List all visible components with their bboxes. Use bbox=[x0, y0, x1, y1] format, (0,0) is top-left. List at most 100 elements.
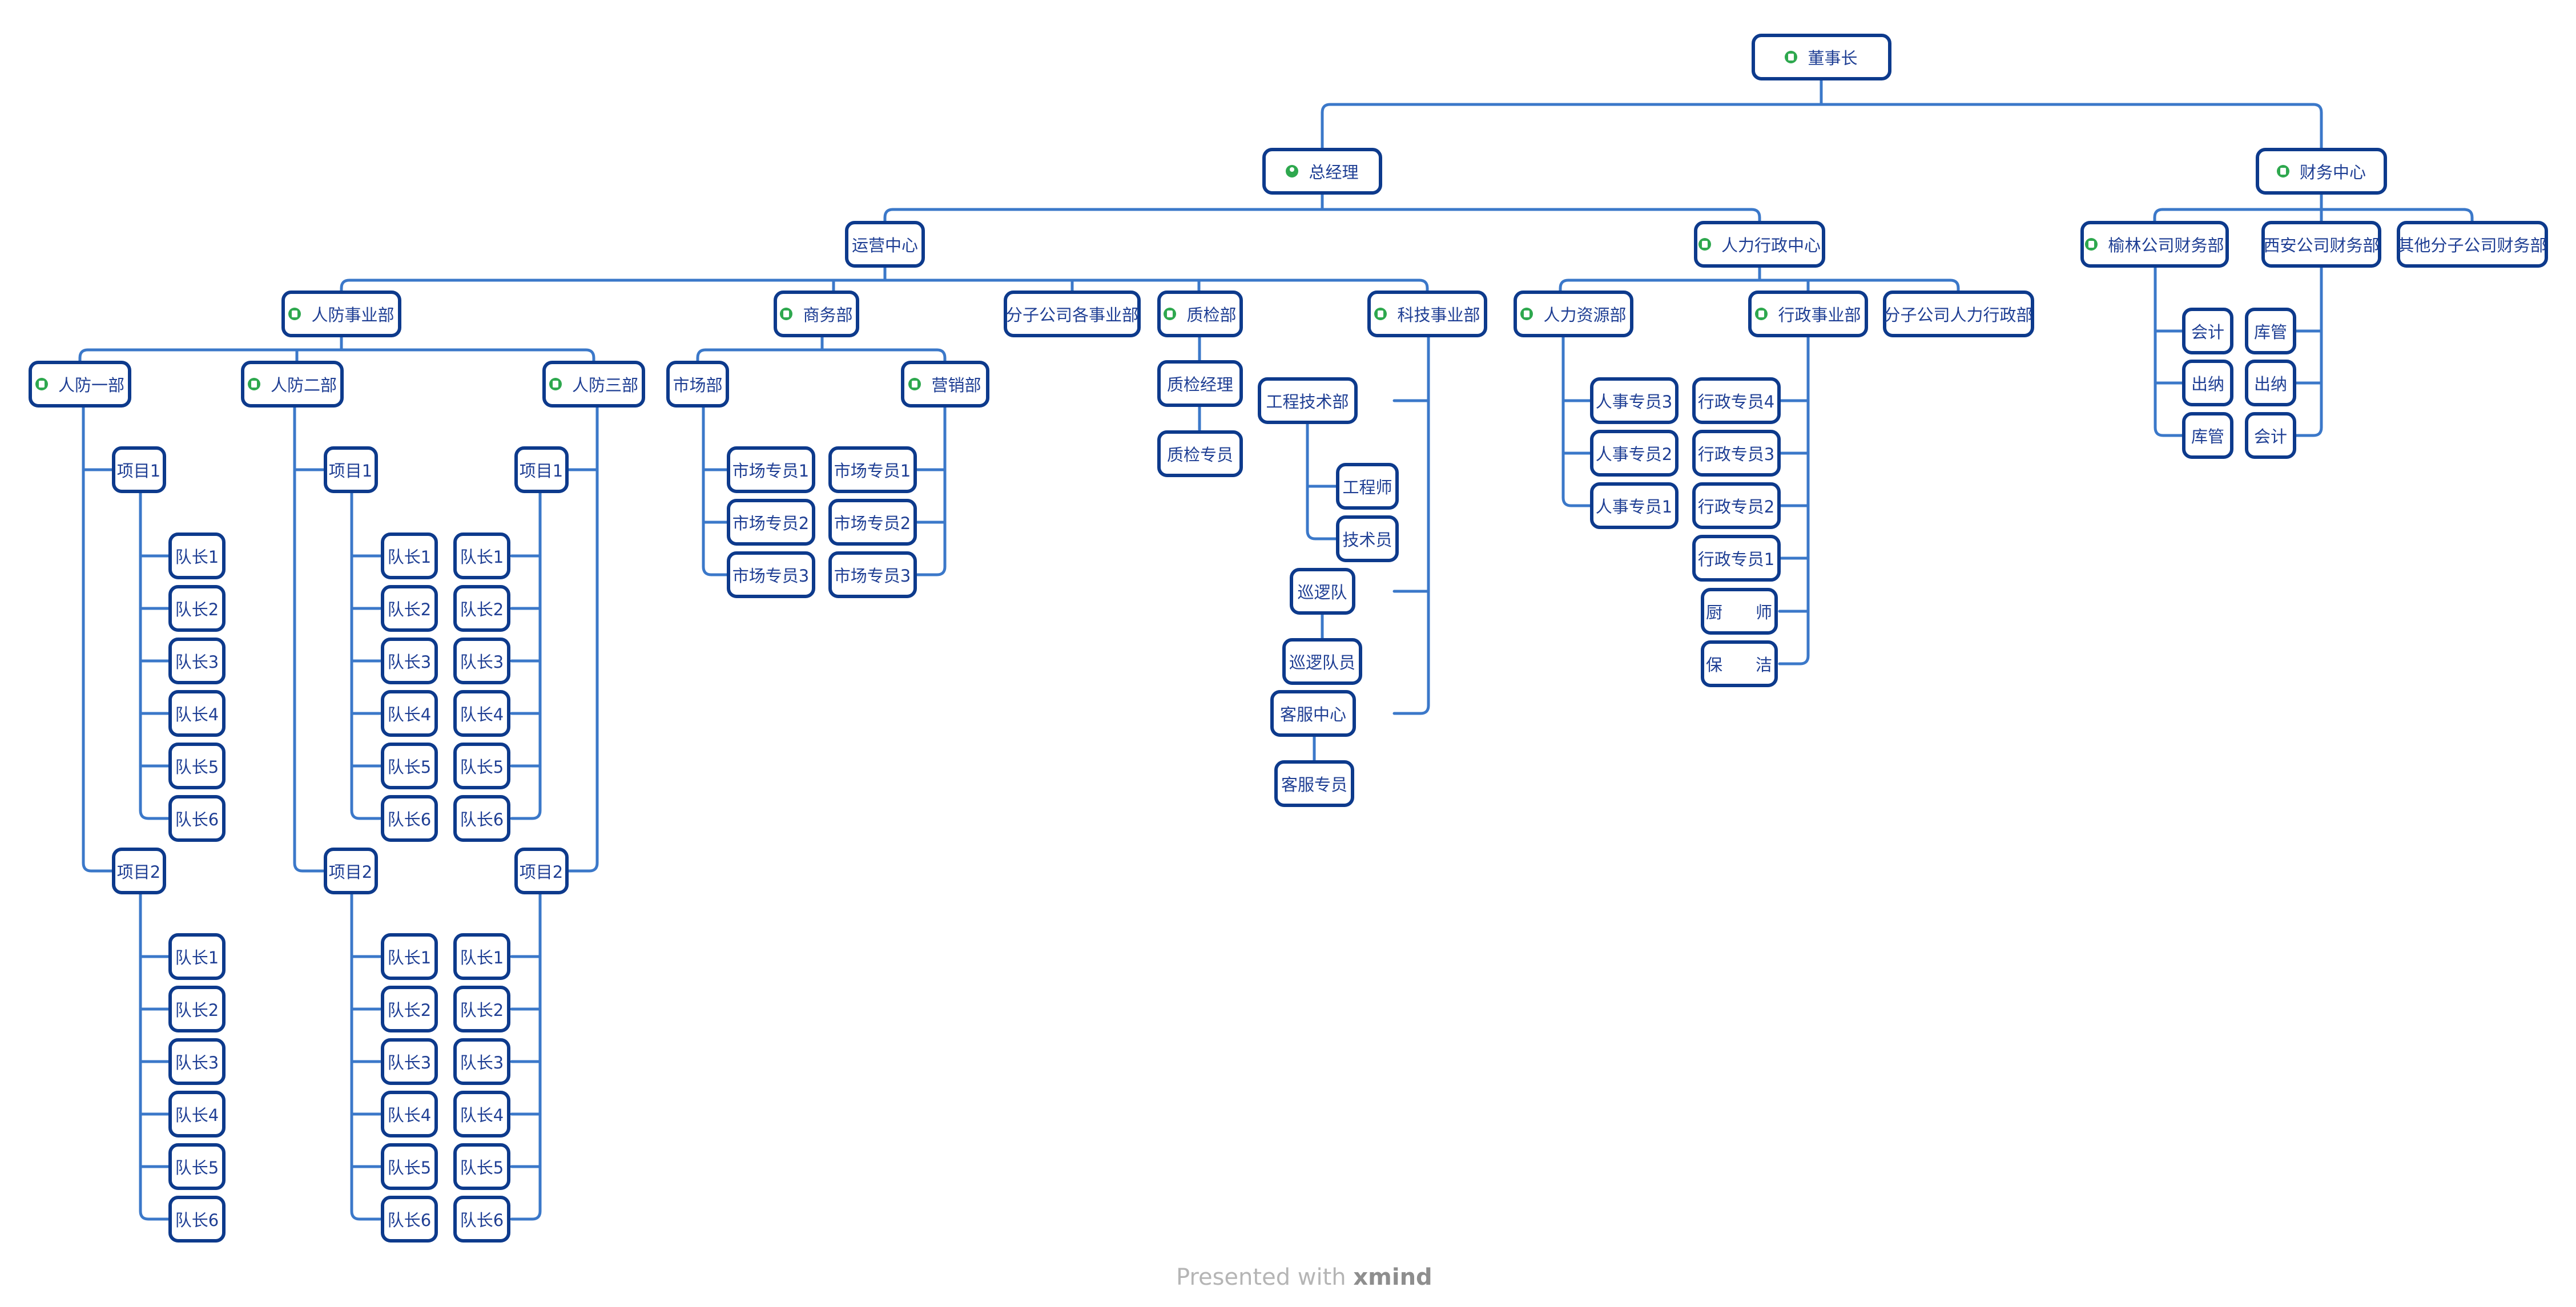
leader-node[interactable]: 队长6 bbox=[381, 1196, 438, 1243]
tech-node[interactable]: 科技事业部 bbox=[1367, 291, 1487, 337]
hr-node[interactable]: 人力资源部 bbox=[1514, 291, 1633, 337]
leader-node[interactable]: 队长1 bbox=[381, 533, 438, 579]
admin-staff-node[interactable]: 行政专员3 bbox=[1692, 430, 1781, 477]
leader-node[interactable]: 队长3 bbox=[453, 1038, 510, 1085]
admin-staff-node[interactable]: 厨 师 bbox=[1700, 588, 1778, 635]
node-label: 队长4 bbox=[175, 705, 219, 724]
finance-role-xian[interactable]: 库管 bbox=[2245, 308, 2296, 354]
hr-staff-node[interactable]: 人事专员2 bbox=[1589, 430, 1679, 477]
finance-role-yulin[interactable]: 出纳 bbox=[2182, 360, 2233, 406]
quality-staff-node[interactable]: 质检专员 bbox=[1157, 430, 1243, 477]
leader-node[interactable]: 队长1 bbox=[453, 533, 510, 579]
general-manager-node[interactable]: 总经理 bbox=[1262, 148, 1382, 195]
leader-node[interactable]: 队长6 bbox=[453, 1196, 510, 1243]
leader-node[interactable]: 队长1 bbox=[453, 933, 510, 980]
leader-node[interactable]: 队长3 bbox=[453, 638, 510, 684]
sales-staff-node[interactable]: 市场专员2 bbox=[828, 499, 917, 546]
finance-center-node[interactable]: 财务中心 bbox=[2256, 148, 2387, 195]
leader-node[interactable]: 队长2 bbox=[381, 585, 438, 632]
finance-role-xian[interactable]: 会计 bbox=[2245, 412, 2296, 459]
leader-node[interactable]: 队长6 bbox=[168, 795, 226, 842]
sales-staff-node[interactable]: 市场专员1 bbox=[828, 446, 917, 493]
connector-line bbox=[935, 348, 947, 364]
leader-node[interactable]: 队长2 bbox=[168, 585, 226, 632]
market-staff-node[interactable]: 市场专员2 bbox=[726, 499, 815, 546]
node-label: 行政事业部 bbox=[1778, 305, 1861, 325]
service-node[interactable]: 客服中心 bbox=[1270, 690, 1356, 737]
finance-dept-xian[interactable]: 西安公司财务部 bbox=[2261, 221, 2381, 268]
business-node[interactable]: 商务部 bbox=[774, 291, 859, 337]
leader-node[interactable]: 队长1 bbox=[168, 933, 226, 980]
hr-admin-center-node[interactable]: 人力行政中心 bbox=[1694, 221, 1825, 268]
civil-defense-node[interactable]: 人防事业部 bbox=[281, 291, 401, 337]
engineering-node[interactable]: 工程技术部 bbox=[1257, 377, 1358, 424]
node-label: 市场专员1 bbox=[732, 461, 810, 481]
leader-node[interactable]: 队长2 bbox=[381, 986, 438, 1032]
admin-staff-node[interactable]: 行政专员2 bbox=[1692, 482, 1781, 529]
civil-section-3[interactable]: 人防三部 bbox=[542, 361, 645, 408]
finance-dept-others[interactable]: 其他分子公司财务部 bbox=[2396, 221, 2548, 268]
leader-node[interactable]: 队长3 bbox=[168, 638, 226, 684]
leader-node[interactable]: 队长1 bbox=[381, 933, 438, 980]
quality-node[interactable]: 质检部 bbox=[1157, 291, 1243, 337]
project-node[interactable]: 项目2 bbox=[514, 848, 569, 894]
finance-role-yulin[interactable]: 会计 bbox=[2182, 308, 2233, 354]
patrol-node[interactable]: 巡逻队 bbox=[1289, 568, 1355, 615]
finance-role-yulin[interactable]: 库管 bbox=[2182, 412, 2233, 459]
leader-node[interactable]: 队长6 bbox=[168, 1196, 226, 1243]
technician-node[interactable]: 技术员 bbox=[1336, 515, 1399, 562]
leader-node[interactable]: 队长6 bbox=[453, 795, 510, 842]
engineer-node[interactable]: 工程师 bbox=[1336, 463, 1399, 510]
leader-node[interactable]: 队长4 bbox=[168, 1091, 226, 1137]
leader-node[interactable]: 队长4 bbox=[453, 1091, 510, 1137]
project-node[interactable]: 项目1 bbox=[111, 446, 166, 493]
hr-staff-node[interactable]: 人事专员3 bbox=[1589, 377, 1679, 424]
project-node[interactable]: 项目2 bbox=[323, 848, 378, 894]
leader-node[interactable]: 队长4 bbox=[381, 690, 438, 737]
hr-staff-node[interactable]: 人事专员1 bbox=[1589, 482, 1679, 529]
root-node[interactable]: 董事长 bbox=[1751, 34, 1891, 80]
project-node[interactable]: 项目2 bbox=[111, 848, 166, 894]
leader-node[interactable]: 队长6 bbox=[381, 795, 438, 842]
sales-node[interactable]: 营销部 bbox=[900, 361, 989, 408]
leader-node[interactable]: 队长5 bbox=[453, 1143, 510, 1190]
leader-node[interactable]: 队长3 bbox=[168, 1038, 226, 1085]
leader-node[interactable]: 队长5 bbox=[381, 743, 438, 789]
leader-node[interactable]: 队长5 bbox=[168, 743, 226, 789]
market-staff-node[interactable]: 市场专员3 bbox=[726, 551, 815, 598]
leader-node[interactable]: 队长1 bbox=[168, 533, 226, 579]
market-node[interactable]: 市场部 bbox=[666, 361, 729, 408]
node-label: 队长5 bbox=[175, 757, 219, 777]
finance-role-xian[interactable]: 出纳 bbox=[2245, 360, 2296, 406]
finance-dept-yulin[interactable]: 榆林公司财务部 bbox=[2080, 221, 2229, 268]
admin-staff-node[interactable]: 行政专员1 bbox=[1692, 535, 1781, 582]
leader-node[interactable]: 队长4 bbox=[453, 690, 510, 737]
patrol-member-node[interactable]: 巡逻队员 bbox=[1282, 638, 1362, 685]
leader-node[interactable]: 队长2 bbox=[453, 986, 510, 1032]
leader-node[interactable]: 队长4 bbox=[168, 690, 226, 737]
leader-node[interactable]: 队长2 bbox=[453, 585, 510, 632]
market-staff-node[interactable]: 市场专员1 bbox=[726, 446, 815, 493]
civil-section-1[interactable]: 人防一部 bbox=[29, 361, 131, 408]
leader-node[interactable]: 队长5 bbox=[453, 743, 510, 789]
leader-node[interactable]: 队长5 bbox=[168, 1143, 226, 1190]
node-label: 市场专员2 bbox=[834, 514, 911, 533]
node-label: 队长6 bbox=[175, 810, 219, 829]
sales-staff-node[interactable]: 市场专员3 bbox=[828, 551, 917, 598]
admin-staff-node[interactable]: 保 洁 bbox=[1700, 640, 1778, 687]
quality-manager-node[interactable]: 质检经理 bbox=[1157, 360, 1243, 407]
branch-business-node[interactable]: 分子公司各事业部 bbox=[1004, 291, 1141, 337]
project-node[interactable]: 项目1 bbox=[514, 446, 569, 493]
civil-section-2[interactable]: 人防二部 bbox=[241, 361, 344, 408]
leader-node[interactable]: 队长4 bbox=[381, 1091, 438, 1137]
operations-center-node[interactable]: 运营中心 bbox=[845, 221, 925, 268]
leader-node[interactable]: 队长2 bbox=[168, 986, 226, 1032]
admin-staff-node[interactable]: 行政专员4 bbox=[1692, 377, 1781, 424]
leader-node[interactable]: 队长3 bbox=[381, 638, 438, 684]
service-staff-node[interactable]: 客服专员 bbox=[1274, 760, 1354, 807]
admin-node[interactable]: 行政事业部 bbox=[1748, 291, 1868, 337]
leader-node[interactable]: 队长5 bbox=[381, 1143, 438, 1190]
branch-hr-node[interactable]: 分子公司人力行政部 bbox=[1882, 291, 2034, 337]
leader-node[interactable]: 队长3 bbox=[381, 1038, 438, 1085]
project-node[interactable]: 项目1 bbox=[323, 446, 378, 493]
